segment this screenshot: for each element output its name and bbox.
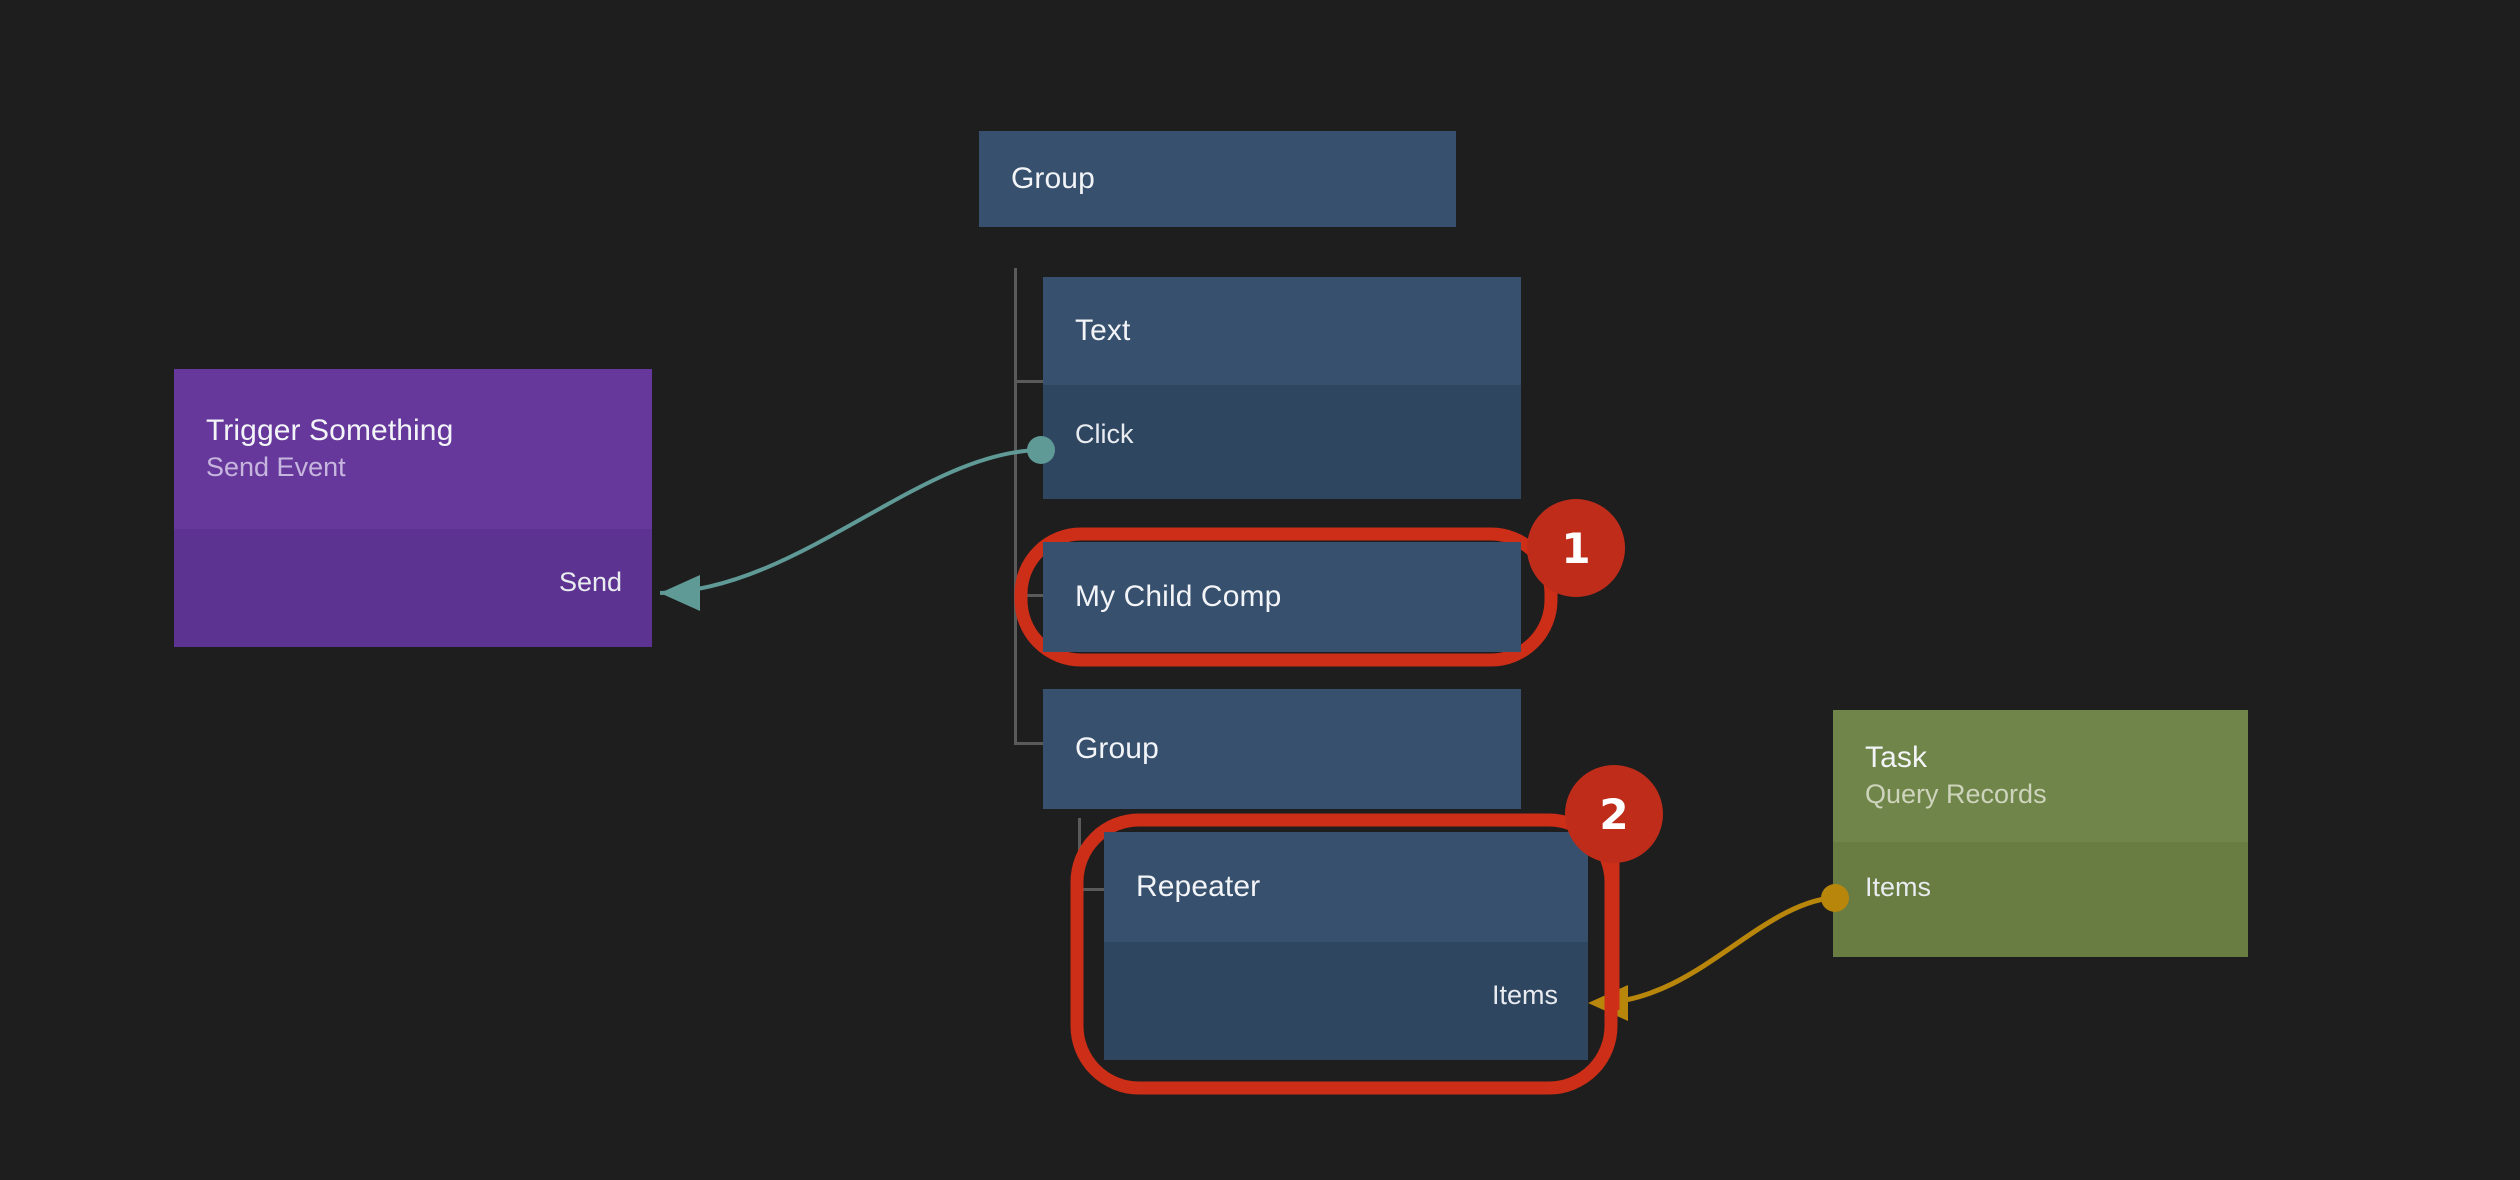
node-my-child-comp[interactable]: My Child Comp [1043, 542, 1521, 652]
node-header: Repeater [1104, 832, 1588, 942]
node-task[interactable]: Task Query Records Items [1833, 710, 2248, 957]
edge-click-to-send [659, 448, 1041, 595]
node-group-child[interactable]: Group [1043, 689, 1521, 809]
annotation-badge-label: 1 [1561, 523, 1591, 573]
node-trigger-something[interactable]: Trigger Something Send Event Send [174, 369, 652, 647]
edge-task-items-arrowhead [1588, 985, 1628, 1021]
node-subtitle: Query Records [1865, 779, 2047, 810]
node-title: My Child Comp [1075, 580, 1282, 613]
node-body: Items [1104, 942, 1588, 1060]
node-title: Repeater [1136, 870, 1261, 903]
port-label-send[interactable]: Send [558, 567, 622, 597]
node-title: Task [1865, 741, 1928, 775]
node-header: Group [979, 131, 1456, 227]
node-group-root[interactable]: Group [979, 131, 1456, 227]
tree-branch-my-child-comp [1014, 594, 1044, 597]
node-title: Group [1011, 162, 1095, 195]
node-header: My Child Comp [1043, 542, 1521, 652]
edge-click-to-send-arrowhead [660, 575, 700, 611]
node-body: Click [1043, 385, 1521, 499]
port-label-click[interactable]: Click [1075, 419, 1134, 449]
annotation-badge-label: 2 [1599, 789, 1629, 839]
port-dot-text-click[interactable] [1027, 436, 1055, 464]
tree-branch-text [1014, 380, 1044, 383]
tree-branch-group-child [1014, 742, 1044, 745]
node-header: Text [1043, 277, 1521, 385]
node-body: Send [174, 529, 652, 647]
node-text[interactable]: Text Click [1043, 277, 1521, 499]
tree-branch-repeater [1078, 888, 1106, 891]
tree-trunk-group-child [1078, 818, 1081, 890]
node-body: Items [1833, 842, 2248, 957]
edge-task-items-to-repeater-items [1599, 894, 1841, 1006]
annotation-badge-2: 2 [1565, 765, 1663, 863]
node-header: Trigger Something Send Event [174, 369, 652, 529]
port-dot-task-items[interactable] [1821, 884, 1849, 912]
node-title: Text [1075, 314, 1131, 347]
node-subtitle: Send Event [206, 452, 346, 483]
port-label-items[interactable]: Items [1865, 872, 1932, 902]
port-label-items[interactable]: Items [1491, 980, 1558, 1010]
node-header: Group [1043, 689, 1521, 809]
annotation-badge-1: 1 [1527, 499, 1625, 597]
node-repeater[interactable]: Repeater Items [1104, 832, 1588, 1060]
node-title: Trigger Something [206, 414, 454, 448]
node-title: Group [1075, 732, 1159, 765]
tree-trunk-root [1014, 268, 1017, 744]
node-header: Task Query Records [1833, 710, 2248, 842]
